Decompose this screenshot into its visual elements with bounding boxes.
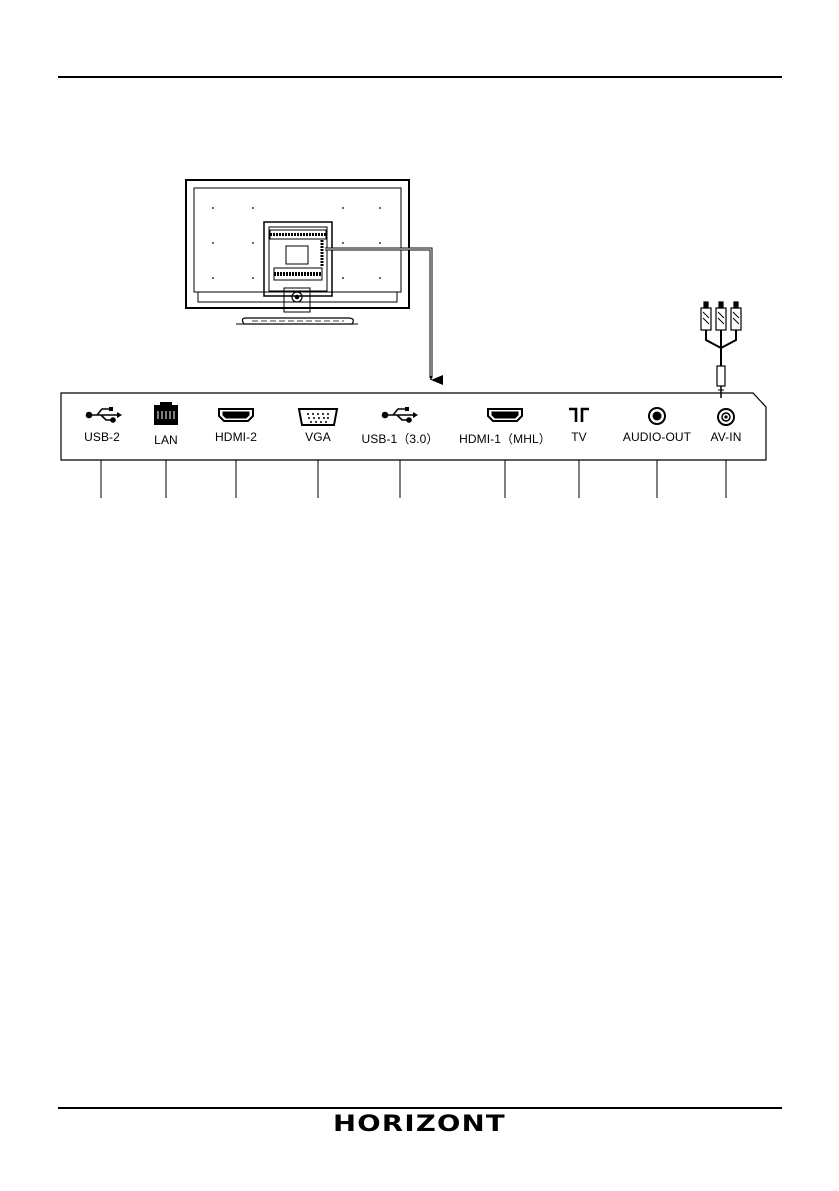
- tv-rear-illustration: [185, 179, 410, 325]
- port-panel: [60, 392, 767, 461]
- vga-icon: [297, 408, 339, 426]
- port-label-lan: LAN: [154, 433, 178, 447]
- port-label-hdmi-1: HDMI-1（MHL）: [459, 432, 551, 446]
- port-label-hdmi-2: HDMI-2: [215, 430, 257, 444]
- antenna-icon: [569, 407, 589, 422]
- audio-jack-icon: [648, 407, 666, 425]
- usb-icon: [381, 407, 418, 423]
- port-label-tv: TV: [571, 430, 587, 444]
- usb-icon: [85, 407, 122, 423]
- leader-lines: [100, 460, 727, 498]
- connection-arrow: [325, 247, 443, 385]
- av-cable-icon: [700, 301, 742, 398]
- brand-logo: HORIZONT: [333, 1112, 506, 1137]
- av-jack-icon: [717, 408, 735, 426]
- hdmi-icon: [218, 408, 254, 422]
- port-label-av-in: AV-IN: [710, 430, 742, 444]
- port-label-audio-out: AUDIO-OUT: [622, 430, 692, 444]
- port-label-usb-1: USB-1（3.0）: [361, 432, 439, 446]
- rj45-icon: [154, 402, 178, 425]
- port-label-usb-2: USB-2: [84, 430, 120, 444]
- port-label-vga: VGA: [305, 430, 331, 444]
- header-rule: [58, 76, 782, 78]
- hdmi-icon: [487, 408, 523, 422]
- footer-rule: [58, 1107, 782, 1109]
